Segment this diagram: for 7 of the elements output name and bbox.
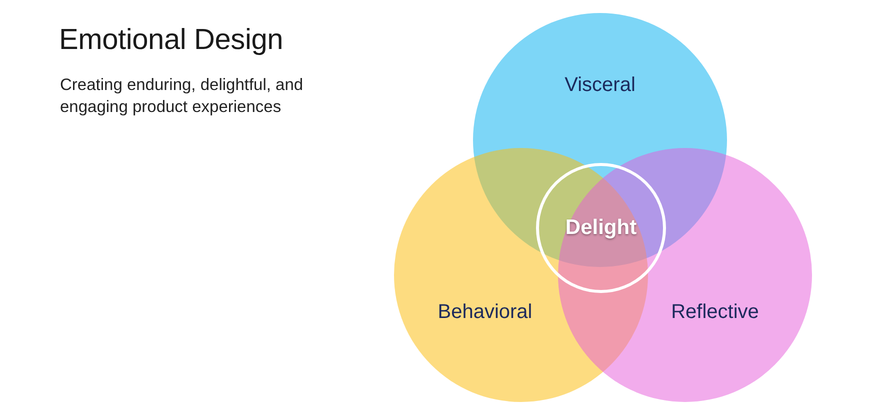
center-label: Delight	[565, 216, 637, 240]
center-ring	[536, 163, 666, 293]
diagram-title: Emotional Design	[59, 24, 284, 57]
circle-label: Visceral	[564, 73, 636, 97]
circle-label: Reflective	[671, 300, 759, 324]
circle-label: Behavioral	[438, 300, 532, 324]
subtitle: Creating enduring, delightful, and engaging product experiences	[60, 75, 304, 118]
